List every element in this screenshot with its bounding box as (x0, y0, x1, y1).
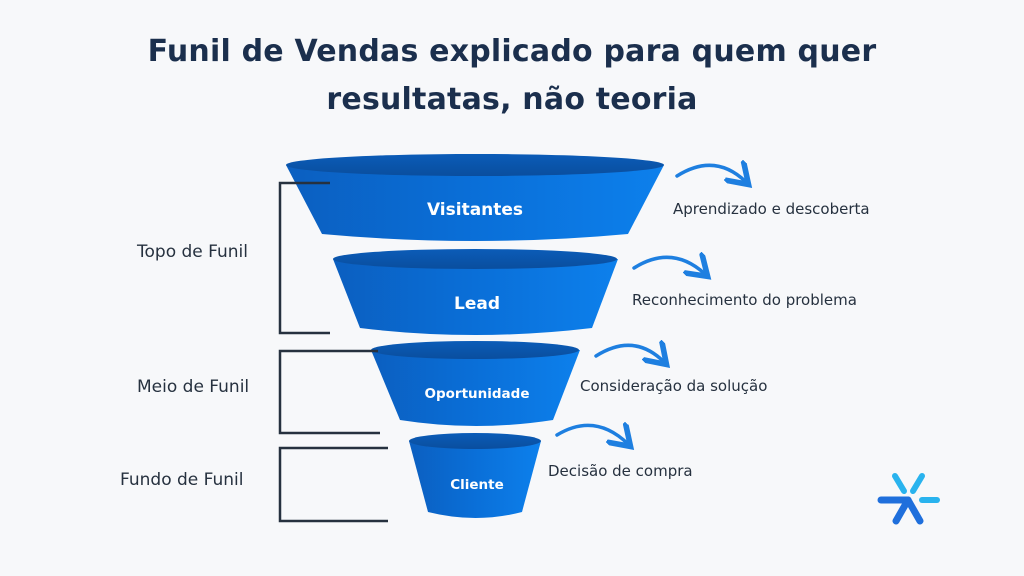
section-brackets (278, 181, 388, 523)
arrow-icon (555, 425, 628, 444)
stage-description: Aprendizado e descoberta (673, 200, 870, 218)
arrow-icon (675, 165, 746, 182)
section-label-fundo: Fundo de Funil (120, 470, 244, 490)
stage-description: Decisão de compra (548, 462, 693, 480)
stage-label: Visitantes (427, 200, 523, 220)
bracket-fundo (278, 446, 388, 523)
stage-description: Reconhecimento do problema (632, 291, 857, 309)
page-title-line-2: resultatas, não teoria (326, 82, 698, 117)
funnel-stage-oportunidade: Oportunidade (371, 341, 580, 426)
stage-label: Cliente (450, 477, 504, 493)
stage-label: Oportunidade (425, 386, 530, 402)
bracket-topo (278, 181, 330, 335)
arrows (555, 165, 746, 444)
asterisk-arrow-logo-icon (877, 473, 940, 525)
section-label-topo: Topo de Funil (136, 242, 248, 262)
stage-label: Lead (454, 294, 500, 314)
funnel-stage-cliente: Cliente (409, 433, 541, 518)
arrow-icon (632, 257, 705, 274)
arrow-icon (594, 345, 664, 362)
section-label-meio: Meio de Funil (137, 377, 249, 397)
bracket-meio (278, 349, 380, 435)
page-title-line-1: Funil de Vendas explicado para quem quer (147, 34, 877, 69)
funnel-stage-lead: Lead (333, 249, 618, 335)
funnel-stage-visitantes: Visitantes (286, 154, 664, 241)
stage-description: Consideração da solução (580, 377, 767, 395)
